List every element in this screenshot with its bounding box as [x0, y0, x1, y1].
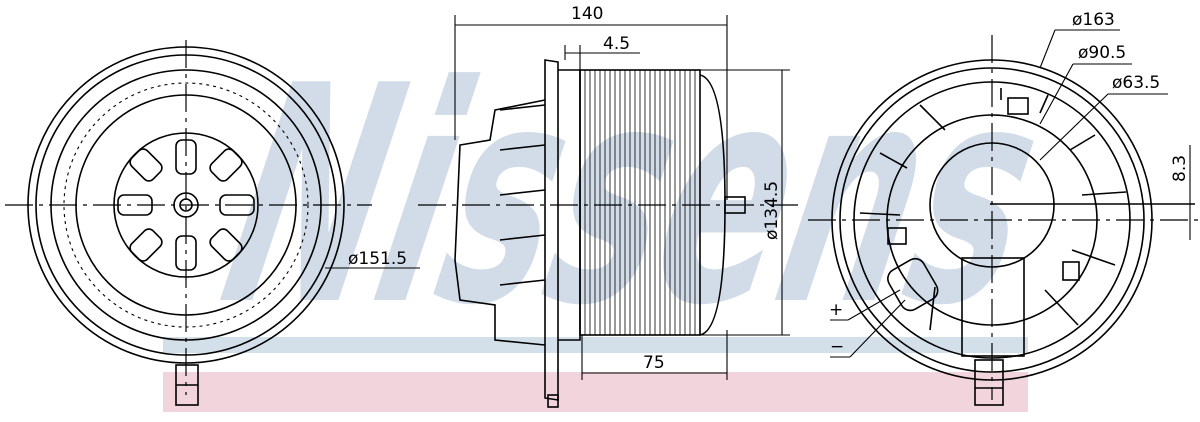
- housing-diameter-label: ø163: [1072, 10, 1115, 30]
- hub-diameter-label: ø63.5: [1112, 73, 1160, 93]
- positive-terminal-label: +: [829, 300, 843, 320]
- housing-ribs: [859, 88, 1127, 331]
- front-view: ø151.5: [5, 40, 420, 406]
- overall-length-label: 140: [571, 4, 603, 24]
- watermark: Nissens: [163, 21, 1066, 412]
- inner-diameter-label: ø90.5: [1078, 43, 1126, 63]
- fan-cage: [584, 70, 696, 335]
- rear-view: ø163 ø90.5 ø63.5 8.3 + −: [808, 10, 1200, 406]
- electrical-connector: [887, 257, 939, 312]
- shaft-hub: [173, 192, 199, 218]
- connector-tab: [974, 359, 1004, 406]
- watermark-logo: Nissens: [201, 21, 1065, 371]
- center-offset-label: 8.3: [1170, 155, 1190, 182]
- side-view: 140 4.5 75 ø134.5: [418, 4, 800, 408]
- negative-terminal-label: −: [830, 337, 844, 357]
- flange-offset-label: 4.5: [603, 34, 630, 54]
- hub: [929, 142, 1055, 268]
- fan-diameter-label: ø134.5: [762, 181, 782, 240]
- watermark-band-pink: [163, 372, 1028, 412]
- fan-length-label: 75: [643, 353, 665, 373]
- watermark-band-blue: [163, 337, 1028, 353]
- impeller-blades: [117, 139, 255, 271]
- impeller-diameter-label: ø151.5: [348, 249, 407, 269]
